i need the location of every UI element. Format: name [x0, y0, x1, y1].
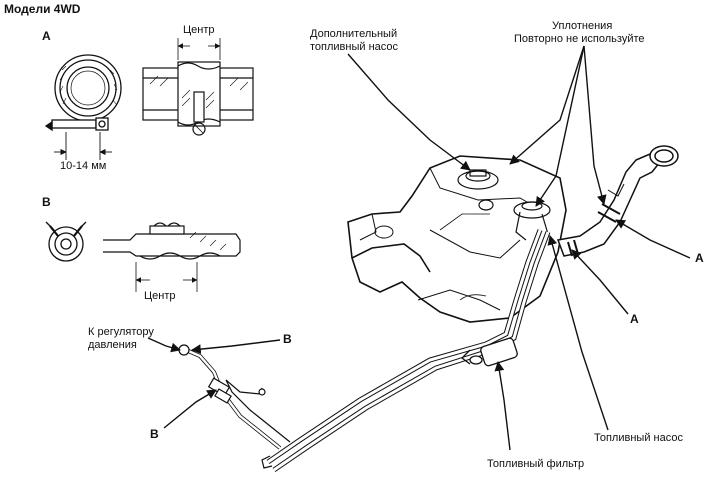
- fuel-pump-label: Топливный насос: [594, 432, 683, 444]
- detail-b-connector-end: [45, 221, 87, 262]
- detail-a-dimension: [54, 132, 112, 160]
- callout-b-upper: B: [283, 332, 292, 346]
- detail-a-hose-section: [142, 38, 254, 136]
- callout-a-right: A: [695, 251, 704, 265]
- callout-b-lower: B: [150, 427, 159, 441]
- fuel-filter: [461, 337, 518, 367]
- regulator-label-line1: К регулятору: [88, 326, 154, 338]
- regulator-label-line2: давления: [88, 339, 137, 351]
- aux-fuel-pump-unit: [457, 169, 499, 211]
- detail-b-center-label: Центр: [144, 290, 176, 302]
- fuel-filter-label: Топливный фильтр: [487, 458, 585, 470]
- detail-a-letter: A: [42, 29, 51, 43]
- seals-label-line1: Уплотнения: [552, 20, 613, 32]
- fuel-tank: [347, 155, 567, 323]
- aux-pump-label-line1: Дополнительный: [310, 28, 398, 40]
- detail-a-clamp-ring: [44, 54, 122, 132]
- detail-a-dimension-label: 10-14 мм: [60, 160, 107, 172]
- filler-neck: [556, 145, 679, 257]
- model-title: Модели 4WD: [4, 2, 81, 16]
- callout-leaders: [147, 45, 691, 451]
- callout-a-lower: A: [630, 312, 639, 326]
- seals-label-line2: Повторно не используйте: [514, 33, 645, 45]
- aux-pump-label-line2: топливный насос: [310, 41, 399, 53]
- detail-b-connector-section: [103, 222, 241, 292]
- detail-b-letter: B: [42, 195, 51, 209]
- detail-a-center-label: Центр: [183, 24, 215, 36]
